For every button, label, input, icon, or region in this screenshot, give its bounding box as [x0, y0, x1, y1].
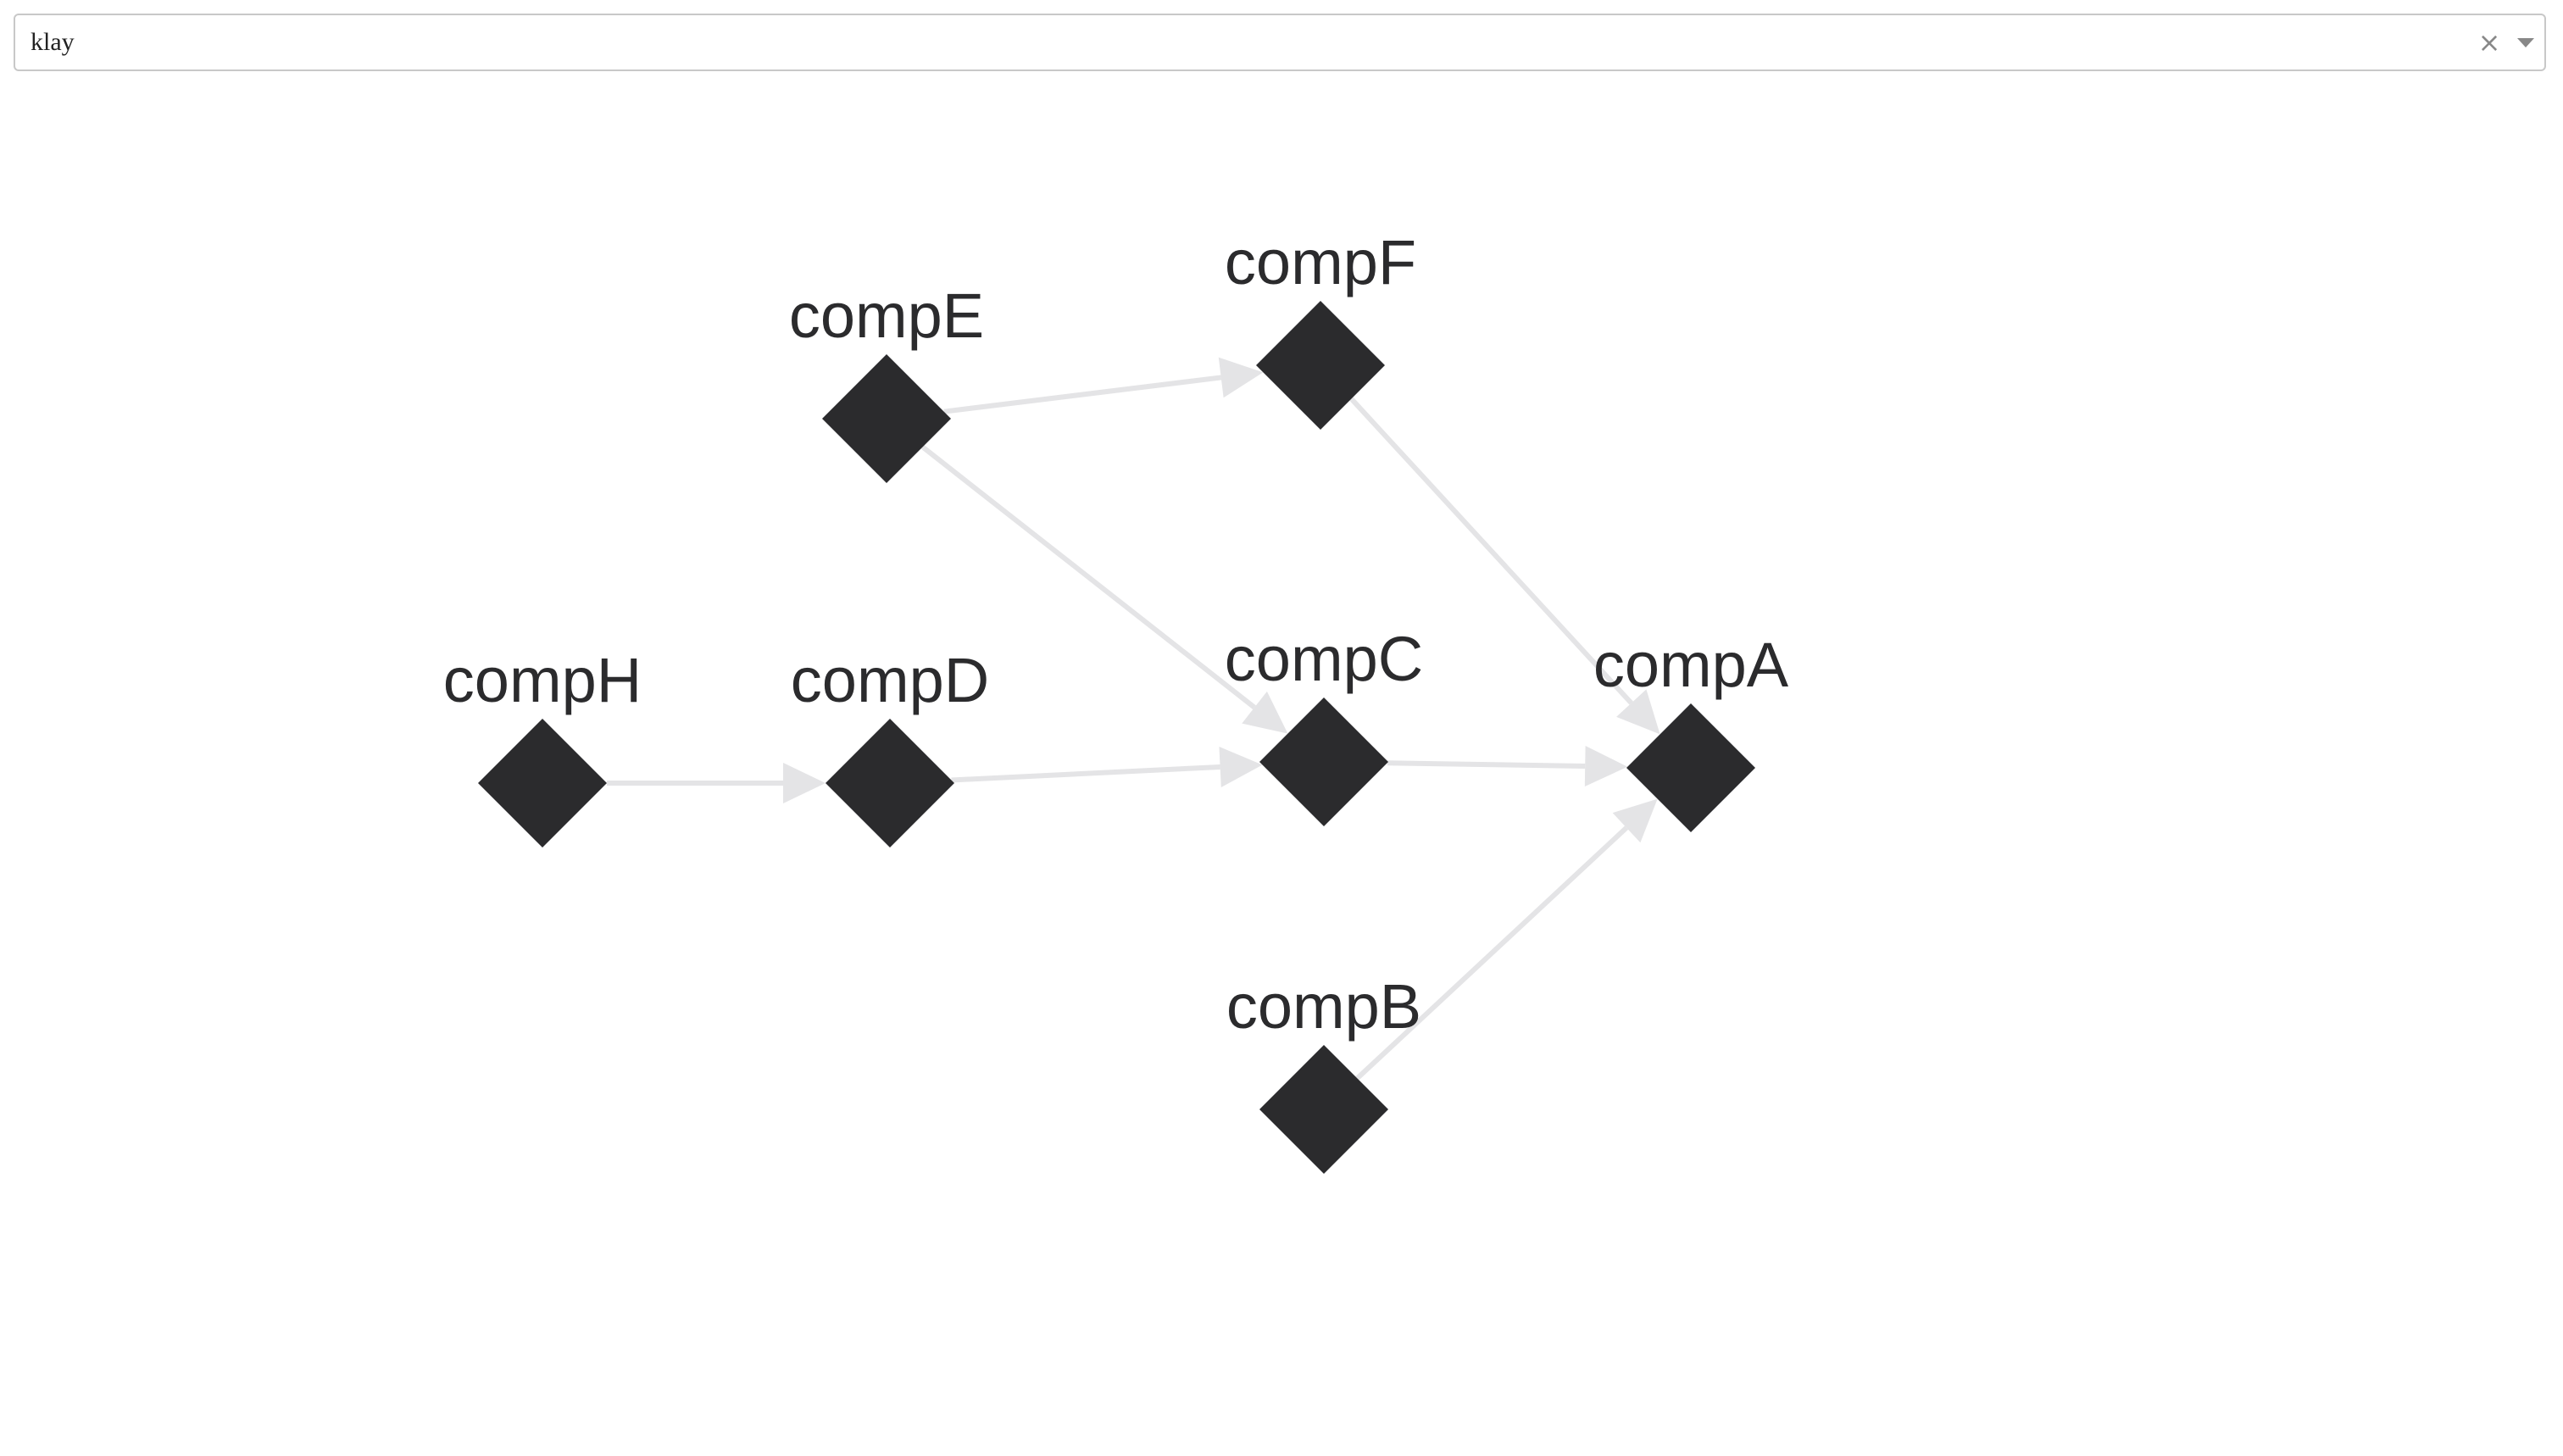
- edge-arrowhead: [1242, 691, 1288, 734]
- chevron-down-icon[interactable]: [2517, 38, 2534, 47]
- node-diamond[interactable]: [478, 719, 607, 847]
- edge-compF-compA: [1349, 397, 1660, 735]
- node-compF[interactable]: compF: [1225, 227, 1416, 430]
- node-compD[interactable]: compD: [791, 645, 989, 847]
- edge-arrowhead: [1219, 747, 1263, 787]
- edge-compE-compF: [943, 357, 1264, 414]
- edge-line: [951, 764, 1220, 783]
- node-label: compE: [789, 281, 984, 351]
- node-diamond[interactable]: [1259, 1045, 1388, 1174]
- edges-layer: [607, 357, 1660, 1081]
- node-diamond[interactable]: [822, 354, 951, 483]
- edge-line: [1387, 760, 1586, 769]
- edge-arrowhead: [1612, 798, 1658, 843]
- node-label: compF: [1225, 227, 1416, 297]
- edge-line: [943, 375, 1222, 414]
- edge-arrowhead: [783, 763, 826, 803]
- close-icon[interactable]: ×: [2477, 26, 2501, 58]
- edge-compE-compC: [920, 445, 1288, 734]
- node-diamond[interactable]: [1626, 703, 1755, 832]
- node-compE[interactable]: compE: [789, 281, 984, 483]
- node-compB[interactable]: compB: [1226, 971, 1421, 1174]
- layout-select-value: klay: [31, 28, 75, 56]
- node-diamond[interactable]: [1259, 697, 1388, 826]
- node-label: compA: [1593, 630, 1789, 700]
- node-label: compB: [1226, 971, 1421, 1042]
- edge-line: [920, 445, 1256, 710]
- edge-compB-compA: [1355, 798, 1658, 1081]
- edge-compH-compD: [607, 763, 826, 803]
- edge-line: [1355, 825, 1629, 1081]
- edge-arrowhead: [1584, 745, 1628, 786]
- node-diamond[interactable]: [1256, 301, 1385, 430]
- node-label: compD: [791, 645, 989, 715]
- node-compH[interactable]: compH: [443, 645, 642, 847]
- layout-select[interactable]: klay ×: [14, 14, 2546, 71]
- node-compC[interactable]: compC: [1225, 624, 1423, 826]
- edge-compC-compA: [1387, 745, 1628, 786]
- node-label: compC: [1225, 624, 1423, 694]
- edge-compD-compC: [951, 747, 1263, 787]
- edge-arrowhead: [1218, 357, 1264, 398]
- node-diamond[interactable]: [826, 719, 954, 847]
- node-label: compH: [443, 645, 642, 715]
- node-compA[interactable]: compA: [1593, 630, 1789, 832]
- nodes-layer: compE compF compH compD compC compA compB: [443, 227, 1789, 1174]
- edge-line: [1349, 397, 1633, 705]
- edge-arrowhead: [1616, 689, 1660, 735]
